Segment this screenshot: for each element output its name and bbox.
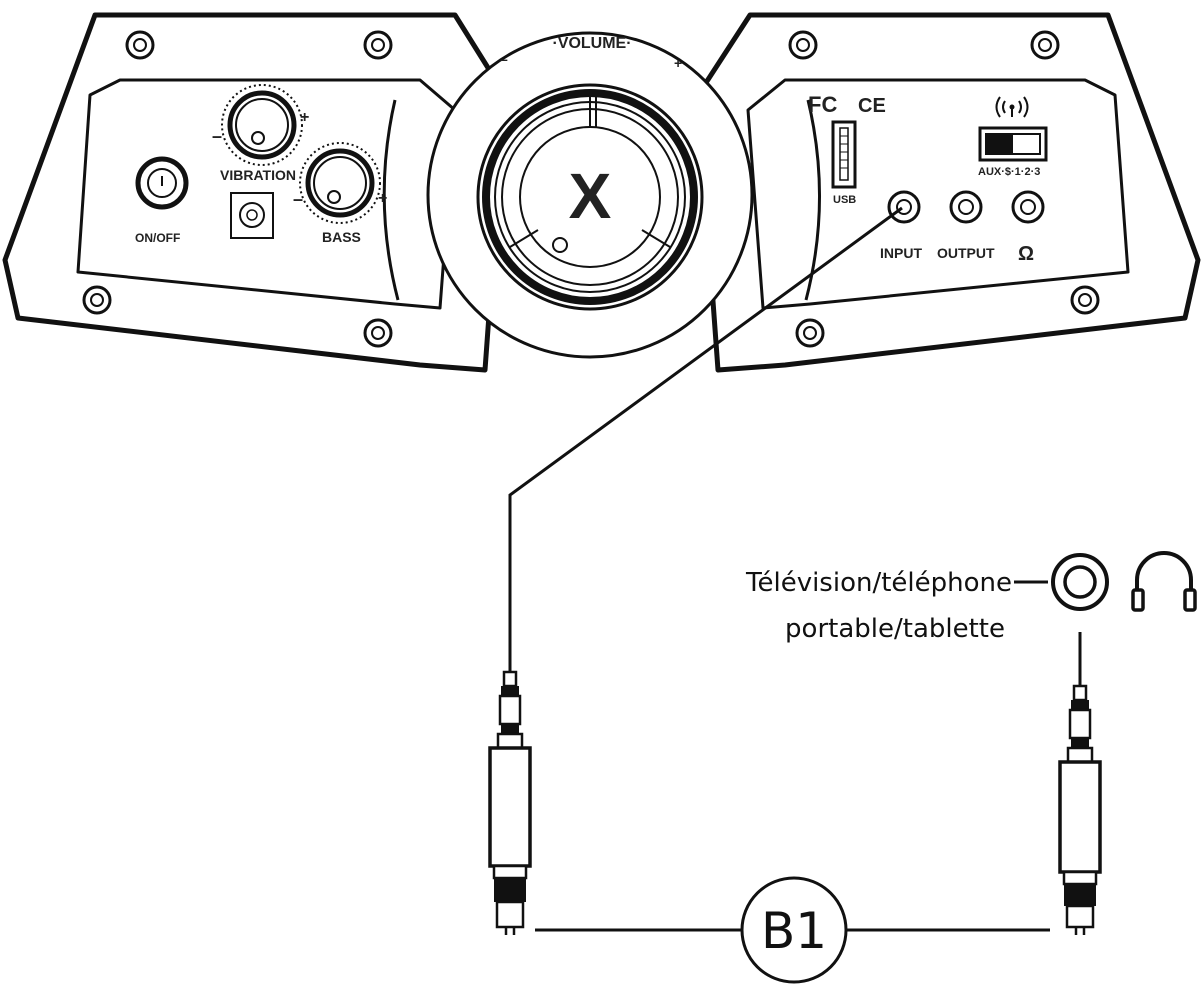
volume-label: ·VOLUME· <box>552 35 631 52</box>
audio-cable-left <box>508 206 903 680</box>
b1-callout <box>740 876 848 984</box>
bass-plus: + <box>378 190 387 207</box>
bluetooth-signal-icon <box>995 96 1029 118</box>
usb-port[interactable] <box>831 120 857 189</box>
headphone-jack[interactable] <box>1011 190 1045 224</box>
dc-power-socket <box>230 192 274 239</box>
aux-mode-label: AUX·$·1·2·3 <box>978 166 1040 178</box>
right-panel: FC CE USB AUX·$·1·2·3 <box>695 12 1201 373</box>
volume-dial[interactable] <box>426 31 754 359</box>
audio-jack-icon <box>1058 684 1102 935</box>
audio-jack-icon <box>488 670 532 935</box>
vibration-minus: – <box>212 126 222 146</box>
volume-plus: + <box>674 55 682 71</box>
bass-label: BASS <box>322 229 361 245</box>
headphone-glyph: Ω <box>1018 243 1034 265</box>
volume-minus: – <box>500 51 508 67</box>
bass-knob[interactable] <box>299 142 381 224</box>
output-jack[interactable] <box>949 190 983 224</box>
left-panel: ON/OFF – + VIBRATION – + BASS <box>2 12 508 373</box>
input-label: INPUT <box>880 245 922 261</box>
usb-label: USB <box>833 194 856 206</box>
vibration-knob[interactable] <box>221 84 303 166</box>
input-jack[interactable] <box>887 190 921 224</box>
b1-label: B1 <box>761 902 827 960</box>
bass-minus: – <box>293 189 303 209</box>
onoff-button[interactable] <box>135 156 189 210</box>
output-label: OUTPUT <box>937 245 995 261</box>
vibration-label: VIBRATION <box>220 167 296 183</box>
vibration-plus: + <box>300 109 309 126</box>
device-jack <box>1051 553 1109 611</box>
mode-switch[interactable] <box>978 126 1048 162</box>
ce-mark: CE <box>858 95 886 117</box>
device-label-line1: Télévision/téléphone <box>745 568 1012 598</box>
fc-mark: FC <box>808 92 837 117</box>
onoff-label: ON/OFF <box>135 231 180 245</box>
headphones-icon <box>1131 551 1197 612</box>
brand-logo: X <box>569 160 612 232</box>
device-label-line2: portable/tablette <box>785 614 1005 644</box>
